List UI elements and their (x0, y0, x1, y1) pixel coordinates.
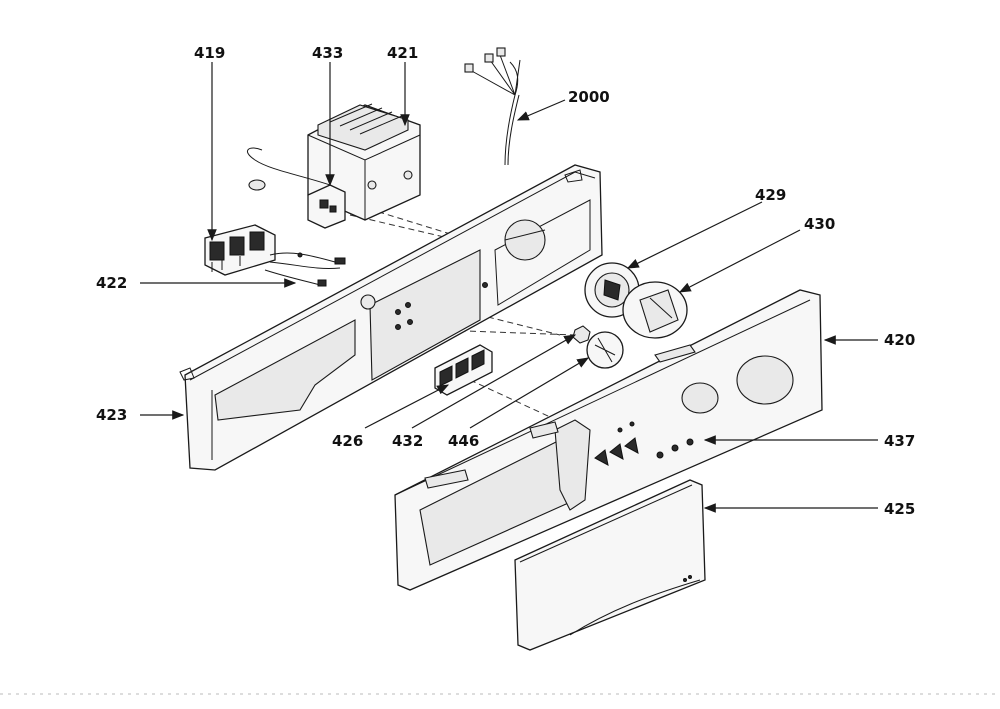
nut-446 (572, 325, 591, 344)
label-429: 429 (755, 186, 786, 204)
label-423: 423 (96, 406, 127, 424)
part-labels: 419 433 421 2000 429 430 422 420 423 426… (96, 44, 915, 518)
label-420: 420 (884, 331, 915, 349)
label-421: 421 (387, 44, 418, 62)
leader-lines (140, 62, 878, 513)
label-446: 446 (448, 432, 479, 450)
label-2000: 2000 (568, 88, 610, 106)
small-knob-432 (586, 331, 624, 369)
label-426: 426 (332, 432, 363, 450)
label-432: 432 (392, 432, 423, 450)
buttons-426 (434, 344, 493, 396)
label-433: 433 (312, 44, 343, 62)
switch-block-419 (204, 224, 276, 276)
drawer-panel-425 (514, 479, 706, 651)
wire-harness-422 (264, 252, 346, 287)
label-437: 437 (884, 432, 915, 450)
front-fascia-420 (394, 289, 823, 591)
rear-panel-423 (179, 164, 603, 471)
sensor-433 (246, 147, 346, 229)
label-419: 419 (194, 44, 225, 62)
cable-2000 (464, 47, 521, 166)
knob-430 (622, 281, 688, 339)
label-422: 422 (96, 274, 127, 292)
label-430: 430 (804, 215, 835, 233)
label-425: 425 (884, 500, 915, 518)
